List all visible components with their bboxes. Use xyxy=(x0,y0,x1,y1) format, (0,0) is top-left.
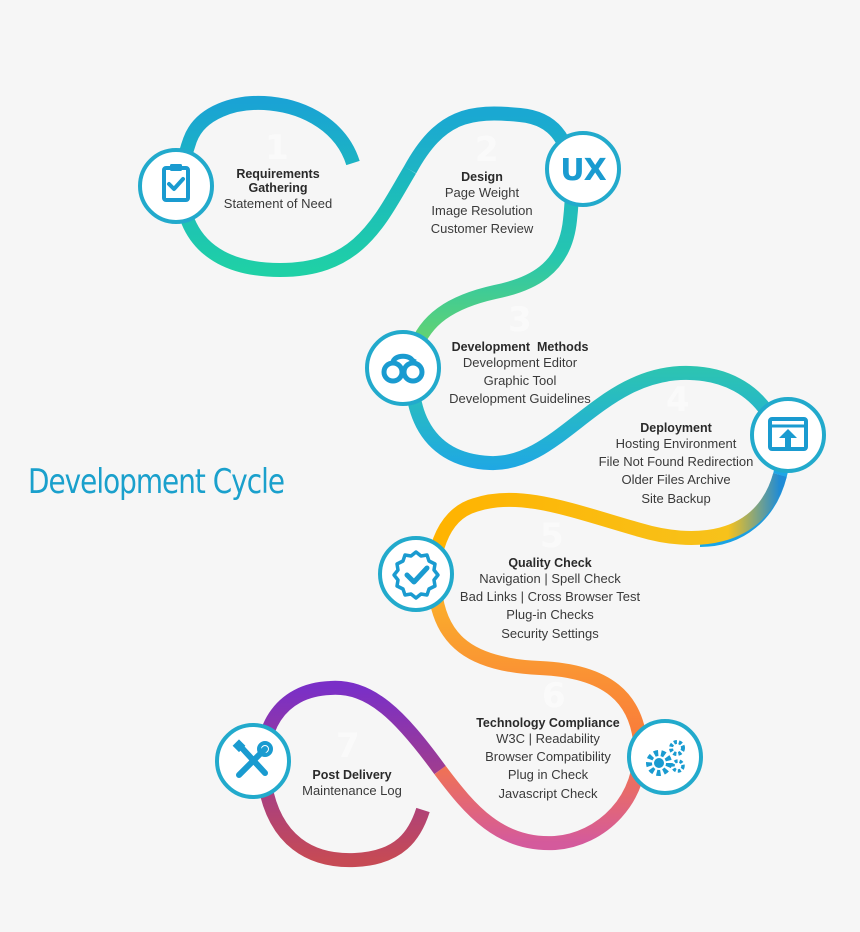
step-6-item: Browser Compatibility xyxy=(485,749,611,765)
step-6-text: Technology Compliance W3C | Readability … xyxy=(473,716,623,803)
step-7-text: Post Delivery Maintenance Log xyxy=(292,768,412,800)
step-5-text: Quality Check Navigation | Spell Check B… xyxy=(455,556,645,643)
step-7-item: Maintenance Log xyxy=(302,783,402,798)
step-1-icon-circle xyxy=(138,148,214,224)
step-5-icon-circle xyxy=(378,536,454,612)
step-3-item: Development Guidelines xyxy=(449,391,591,407)
step-6-item: W3C | Readability xyxy=(496,731,600,746)
step-2-item: Image Resolution xyxy=(431,203,533,219)
upload-window-icon xyxy=(768,417,808,451)
step-1-item: Statement of Need xyxy=(223,196,333,211)
step-4-item: Hosting Environment xyxy=(615,436,737,451)
step-6-icon-circle xyxy=(627,719,703,795)
ux-icon: UX xyxy=(560,153,607,188)
step-1-number: 1 xyxy=(265,128,289,168)
ux-label: UX xyxy=(560,153,606,188)
step-4-item: Site Backup xyxy=(641,490,711,506)
step-6-item: Plug in Check xyxy=(507,767,589,783)
step-6-item: Javascript Check xyxy=(498,785,598,801)
step-2-number: 2 xyxy=(475,130,499,170)
step-4-icon-circle xyxy=(750,397,826,473)
step-2-item: Page Weight xyxy=(444,185,520,200)
step-5-heading: Quality Check xyxy=(508,556,592,570)
step-1-heading-line-1: Requirements xyxy=(236,167,320,181)
step-3-item: Graphic Tool xyxy=(483,373,557,389)
step-5-item: Security Settings xyxy=(501,625,599,641)
step-4-text: Deployment Hosting Environment File Not … xyxy=(596,421,756,508)
step-4-number: 4 xyxy=(666,380,690,420)
step-1-heading-line-2: Gathering xyxy=(248,181,308,195)
step-1-text: Requirements Gathering Statement of Need xyxy=(203,167,353,213)
step-3-heading: Development Methods xyxy=(451,340,589,354)
step-6-heading: Technology Compliance xyxy=(476,716,620,730)
path-segment-5 xyxy=(426,472,787,592)
step-7-number: 7 xyxy=(336,726,360,766)
step-2-heading: Design xyxy=(461,170,503,184)
step-2-item: Customer Review xyxy=(430,221,534,237)
step-4-item: Older Files Archive xyxy=(621,472,731,488)
clipboard-check-icon xyxy=(162,164,190,202)
path-segment-2 xyxy=(403,106,580,353)
step-3-icon-circle xyxy=(365,330,441,406)
step-6-number: 6 xyxy=(542,676,566,716)
step-7-icon-circle xyxy=(215,723,291,799)
loop-icon xyxy=(381,353,425,384)
tools-icon xyxy=(232,739,273,778)
step-4-item: File Not Found Redirection xyxy=(598,454,754,470)
step-2-icon-circle: UX xyxy=(545,131,621,207)
step-7-heading: Post Delivery xyxy=(312,768,392,782)
step-3-item: Development Editor xyxy=(462,355,578,370)
step-5-item: Bad Links | Cross Browser Test xyxy=(459,589,641,605)
step-4-heading: Deployment xyxy=(640,421,712,435)
step-5-item: Plug-in Checks xyxy=(506,607,594,623)
step-3-text: Development Methods Development Editor G… xyxy=(440,340,600,409)
step-5-item: Navigation | Spell Check xyxy=(479,571,621,586)
step-2-text: Design Page Weight Image Resolution Cust… xyxy=(412,170,552,239)
step-5-number: 5 xyxy=(540,516,564,556)
gears-icon xyxy=(646,740,685,776)
badge-check-icon xyxy=(392,550,440,600)
step-3-number: 3 xyxy=(508,300,532,340)
page-title: Development Cycle xyxy=(28,462,285,502)
